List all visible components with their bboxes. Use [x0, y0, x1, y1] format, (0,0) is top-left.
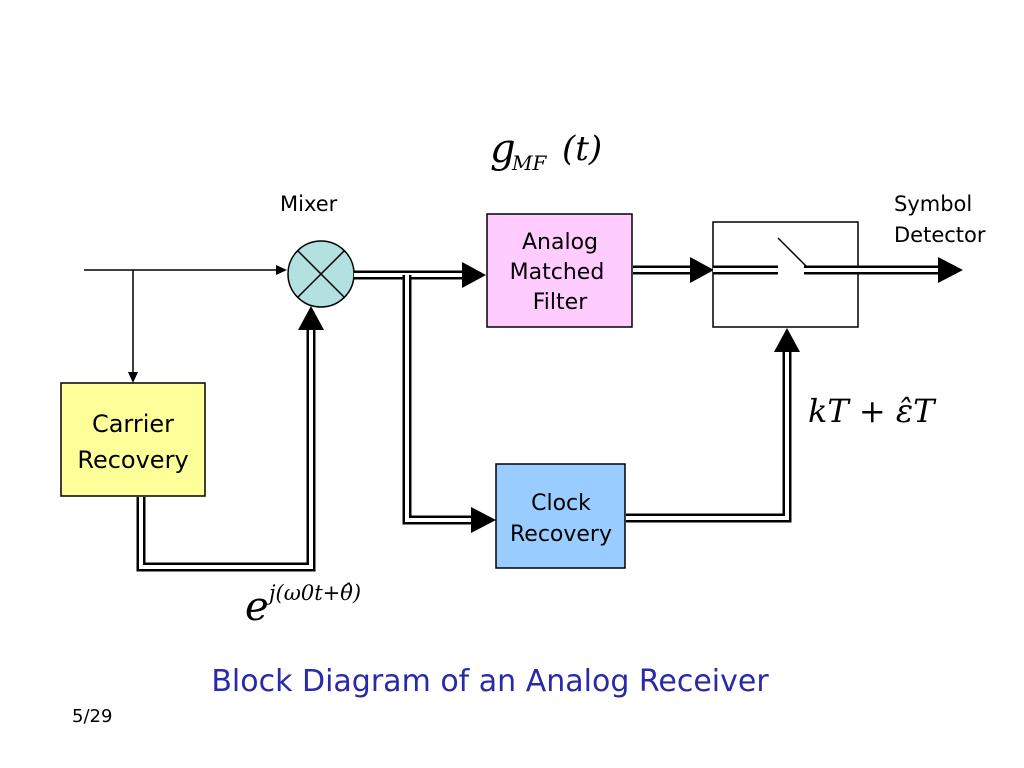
filter-input-to-clock-path	[402, 275, 496, 533]
gmf-arg: (t)	[562, 129, 602, 169]
page-number: 5/29	[72, 706, 113, 727]
clock-recovery-block: Clock Recovery	[495, 463, 626, 569]
carrier-to-mixer-path	[136, 306, 324, 572]
mixer-icon	[287, 240, 355, 308]
matched-filter-line1: Analog	[522, 230, 598, 255]
matched-filter-line2: Matched	[510, 260, 605, 285]
carrier-phasor-label: e j(ω0t+θ̂)	[245, 581, 361, 630]
gmf-sub: MF	[511, 151, 547, 175]
mixer-to-filter-path	[354, 262, 486, 288]
symbol-detector-label-line2: Detector	[894, 223, 986, 247]
sample-time-label: kT + ε̂T	[808, 392, 937, 430]
exp-power: j(ω0t+θ̂)	[265, 581, 361, 605]
clock-recovery-line2: Recovery	[510, 522, 612, 547]
exp-base: e	[245, 584, 269, 630]
switch-icon	[777, 237, 807, 267]
matched-filter-response-label: g MF (t)	[490, 126, 602, 175]
carrier-recovery-line1: Carrier	[92, 410, 174, 438]
carrier-recovery-block: Carrier Recovery	[60, 382, 206, 497]
carrier-recovery-line2: Recovery	[77, 446, 188, 474]
clock-to-sampler-path	[626, 328, 800, 523]
input-signal-line	[84, 265, 287, 383]
sampler-output-path	[858, 257, 963, 283]
clock-recovery-line1: Clock	[531, 491, 591, 516]
matched-filter-line3: Filter	[533, 290, 588, 315]
mixer-label: Mixer	[280, 192, 338, 216]
sampler-block	[712, 221, 859, 328]
filter-to-sampler-path	[633, 257, 714, 283]
diagram-caption: Block Diagram of an Analog Receiver	[211, 664, 769, 699]
gmf-g: g	[490, 126, 516, 172]
symbol-detector-label-line1: Symbol	[894, 192, 972, 216]
matched-filter-block: Analog Matched Filter	[486, 213, 633, 328]
